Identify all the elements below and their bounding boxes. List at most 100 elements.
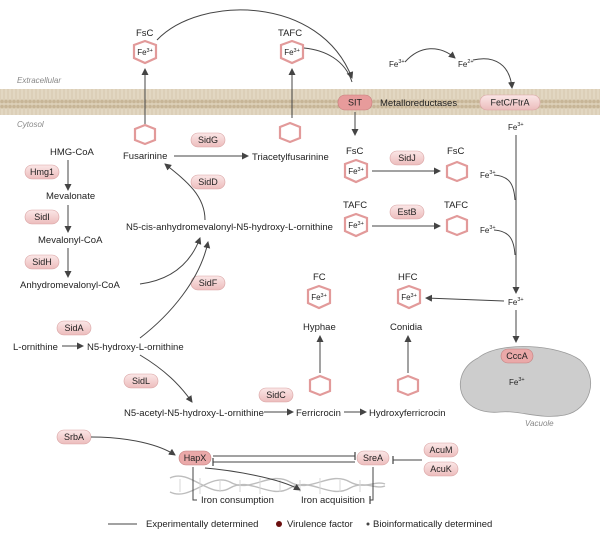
tafc-ring-icon-extracellular: Fe3+ [279,39,305,65]
tafc-ring-icon-cytosol: Fe3+ [343,212,369,238]
fetc-ftra-label: FetC/FtrA [490,98,529,108]
svg-text:Fe3+: Fe3+ [348,167,364,176]
triacetylfusarinine-ring-icon [278,121,302,144]
regulator-srba: SrbA [56,429,92,445]
iron-consumption-label: Iron consumption [201,495,274,506]
fc-label: FC [313,272,326,283]
hfc-ring-icon: Fe3+ [396,284,422,310]
ferricrocin-ring-icon [308,374,332,397]
fsc-product-ring-icon [445,160,469,183]
hyphae-label: Hyphae [303,322,336,333]
enzyme-sidh: SidH [24,254,60,270]
svg-text:CccA: CccA [506,351,528,361]
tafc-extracellular-label: TAFC [278,28,302,39]
enzyme-sidc: SidC [258,387,294,403]
fe3-cytosol-fsc: Fe3+ [480,170,496,180]
tafc-cytosol-label: TAFC [343,200,367,211]
fe2-extracellular: Fe2+ [458,59,474,69]
hydroxyferricrocin-label: Hydroxyferricrocin [369,408,446,419]
svg-text:EstB: EstB [397,207,416,217]
legend-virulence: Virulence factor [287,519,353,530]
svg-text:AcuK: AcuK [430,464,452,474]
regulator-srea: SreA [356,450,390,466]
svg-text:SidA: SidA [64,323,83,333]
svg-text:SrbA: SrbA [64,432,84,442]
n5-cis-label: N5-cis-anhydromevalonyl-N5-hydroxy-L-orn… [126,222,333,233]
enzyme-sidg: SidG [190,132,226,148]
svg-text:Fe3+: Fe3+ [284,48,300,57]
svg-text:SidI: SidI [34,212,50,222]
fc-ring-icon: Fe3+ [306,284,332,310]
enzyme-ccca: CccA [500,348,534,364]
svg-text:Fe3+: Fe3+ [348,221,364,230]
iron-acquisition-label: Iron acquisition [301,495,365,506]
svg-text:AcuM: AcuM [429,445,452,455]
l-ornithine-label: L-ornithine [13,342,58,353]
enzyme-hmg1: Hmg1 [24,164,60,180]
hmg-coa-label: HMG-CoA [50,147,94,158]
n5-acetyl-label: N5-acetyl-N5-hydroxy-L-ornithine [124,408,264,419]
enzyme-estb: EstB [389,204,425,220]
hydroxyferricrocin-ring-icon [396,374,420,397]
enzyme-sidj: SidJ [389,150,425,166]
enzyme-sidi: SidI [24,209,60,225]
regulator-hapx: HapX [178,450,212,466]
n5-hydroxy-label: N5-hydroxy-L-ornithine [87,342,184,353]
vacuole-shape [460,346,591,417]
bioinformatic-dot-icon [366,522,370,526]
fe3-extracellular: Fe3+ [389,59,405,69]
fetc-ftra-transporter: FetC/FtrA [479,94,541,111]
svg-text:SidG: SidG [198,135,218,145]
hfc-label: HFC [398,272,418,283]
enzyme-sidl: SidL [123,373,159,389]
svg-text:Hmg1: Hmg1 [30,167,54,177]
svg-text:SidF: SidF [199,278,218,288]
anhydromevalonyl-coa-label: Anhydromevalonyl-CoA [20,280,120,291]
fusarinine-label: Fusarinine [123,151,167,162]
virulence-dot-icon [276,521,282,527]
svg-text:Fe3+: Fe3+ [137,48,153,57]
svg-text:Fe3+: Fe3+ [401,293,417,302]
sit-label: SIT [348,98,363,108]
svg-text:Fe3+: Fe3+ [311,293,327,302]
tafc-cytosol-product-label: TAFC [444,200,468,211]
dna-helix-icon [169,475,386,495]
fe3-vacuole: Fe3+ [509,377,525,387]
triacetylfusarinine-label: Triacetylfusarinine [252,152,329,163]
legend: Experimentally determined Virulence fact… [108,519,492,530]
metalloreductases-label: Metalloreductases [380,98,457,109]
fsc-ring-icon-extracellular: Fe3+ [132,39,158,65]
fsc-cytosol-label: FsC [346,146,364,157]
conidia-label: Conidia [390,322,423,333]
svg-text:SidH: SidH [32,257,52,267]
fsc-ring-icon-cytosol: Fe3+ [343,158,369,184]
vacuole-label: Vacuole [525,419,554,428]
regulator-acum: AcuM [423,442,459,458]
svg-text:SidC: SidC [266,390,286,400]
fsc-extracellular-label: FsC [136,28,154,39]
enzyme-sidf: SidF [190,275,226,291]
svg-text:SidD: SidD [198,177,218,187]
svg-text:SidL: SidL [132,376,150,386]
mevalonate-label: Mevalonate [46,191,95,202]
fe3-cytosol-top: Fe3+ [508,122,524,132]
ferricrocin-label: Ferricrocin [296,408,341,419]
fe3-cytosol-pool: Fe3+ [508,297,524,307]
enzyme-sidd: SidD [190,174,226,190]
sit-transporter: SIT [337,94,373,111]
svg-text:SreA: SreA [363,453,383,463]
svg-text:SidJ: SidJ [398,153,416,163]
svg-text:HapX: HapX [184,453,207,463]
legend-experimental: Experimentally determined [146,519,258,530]
fusarinine-ring-icon [133,123,157,146]
mevalonyl-coa-label: Mevalonyl-CoA [38,235,103,246]
extracellular-label: Extracellular [17,76,61,85]
regulator-acuk: AcuK [423,461,459,477]
enzyme-sida: SidA [56,320,92,336]
tafc-product-ring-icon [445,214,469,237]
fsc-cytosol-product-label: FsC [447,146,465,157]
fe3-cytosol-tafc: Fe3+ [480,225,496,235]
legend-bioinformatic: Bioinformatically determined [373,519,492,530]
cytosol-label: Cytosol [17,120,44,129]
